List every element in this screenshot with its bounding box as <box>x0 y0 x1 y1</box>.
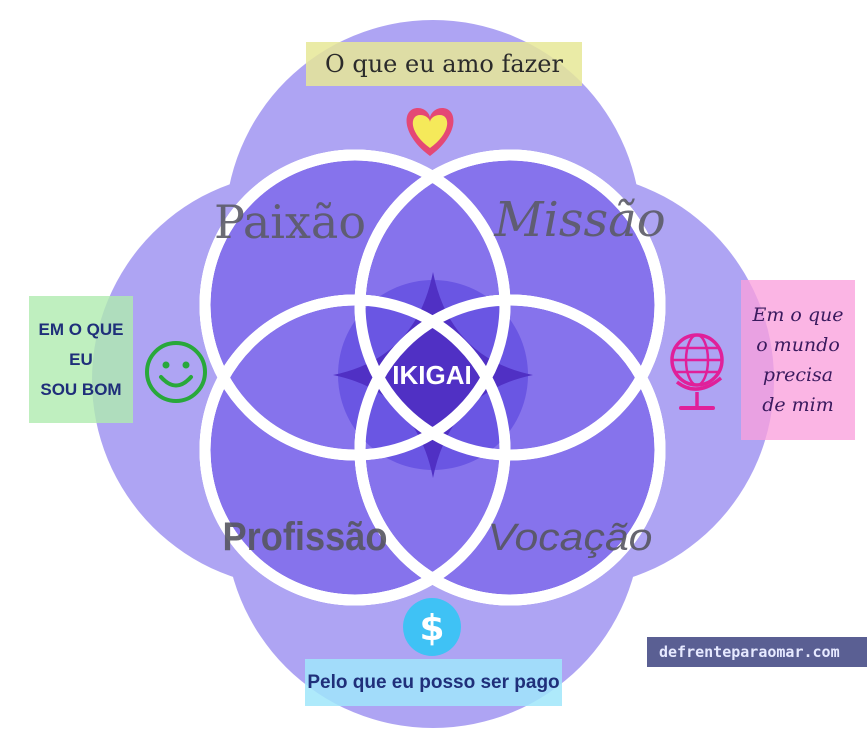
top-caption: O que eu amo fazer <box>306 42 582 86</box>
center-label: IKIGAI <box>392 360 471 390</box>
center-region <box>199 149 666 606</box>
region-vocation-label: Vocação <box>488 517 653 559</box>
watermark: defrenteparaomar.com <box>647 637 867 667</box>
globe-icon <box>670 333 724 410</box>
dollar-icon: $ <box>403 598 461 656</box>
region-passion-label: Paixão <box>214 195 366 249</box>
region-profession-label: Profissão <box>223 515 388 559</box>
left-caption: EM O QUE EU SOU BOM <box>29 296 133 423</box>
bottom-caption: Pelo que eu posso ser pago <box>305 659 562 706</box>
heart-icon <box>406 108 454 156</box>
region-mission-label: Missão <box>493 192 665 248</box>
right-caption: Em o que o mundo precisa de mim <box>741 280 855 440</box>
smiley-icon <box>145 341 207 403</box>
svg-text:$: $ <box>419 608 444 649</box>
center-star <box>333 272 533 478</box>
